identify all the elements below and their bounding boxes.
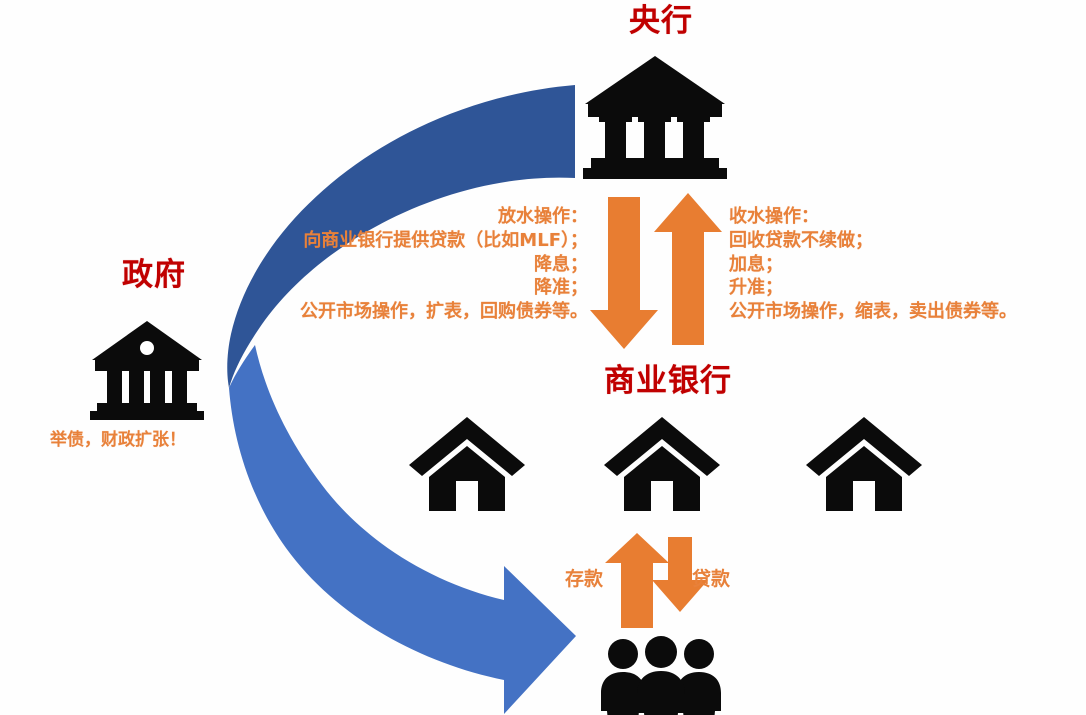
node-commercial-banks: 商业银行 xyxy=(568,364,768,398)
government-label: 政府 xyxy=(122,257,186,293)
central-bank-label: 央行 xyxy=(629,3,693,39)
house-icon xyxy=(806,417,922,511)
tightening-heading: 收水操作： xyxy=(729,206,819,227)
easing-line-4: 公开市场操作，扩表，回购债券等。 xyxy=(300,301,588,322)
three-people-icon xyxy=(601,636,721,715)
government-note: 举债，财政扩张！ xyxy=(50,430,186,450)
tightening-line-2: 加息； xyxy=(729,253,783,275)
tightening-line-1: 回收贷款不续做； xyxy=(729,229,873,251)
node-central-bank: 央行 xyxy=(561,4,761,38)
commercial-banks-label: 商业银行 xyxy=(604,363,732,399)
easing-heading: 放水操作： xyxy=(498,206,588,227)
blue-arrow-to-public xyxy=(229,345,576,714)
house-icon xyxy=(409,417,525,511)
tightening-operations-block: 收水操作： 回收贷款不续做； 加息； 升准； 公开市场操作，缩表，卖出债券等。 xyxy=(729,205,1086,324)
easing-line-3: 降准； xyxy=(534,277,588,299)
tightening-line-3: 升准； xyxy=(729,277,783,299)
orange-arrow-down-loan xyxy=(652,537,708,612)
easing-line-2: 降息； xyxy=(534,253,588,275)
tightening-line-4: 公开市场操作，缩表，卖出债券等。 xyxy=(729,301,1017,322)
loan-label: 贷款 xyxy=(692,568,731,590)
orange-arrow-up-banks-to-cb xyxy=(654,193,722,345)
easing-line-1: 向商业银行提供贷款（比如MLF）； xyxy=(303,229,588,251)
deposit-label: 存款 xyxy=(565,568,604,590)
orange-arrow-up-deposit xyxy=(605,533,669,628)
house-icon xyxy=(604,417,720,511)
easing-operations-block: 放水操作： 向商业银行提供贷款（比如MLF）； 降息； 降准； 公开市场操作，扩… xyxy=(233,205,588,324)
blue-arrow-to-central-bank xyxy=(227,85,575,388)
central-bank-building-icon xyxy=(583,56,727,179)
government-building-icon xyxy=(90,321,204,420)
orange-arrow-down-cb-to-banks xyxy=(590,197,658,349)
node-government: 政府 xyxy=(64,258,244,292)
